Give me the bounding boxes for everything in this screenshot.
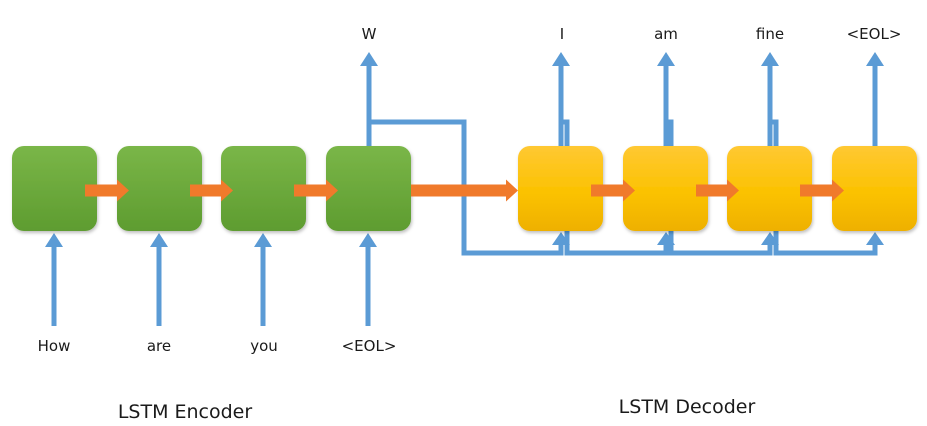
encoder-input-label: <EOL> bbox=[342, 337, 397, 355]
feedback-path bbox=[666, 119, 773, 256]
feedback-path bbox=[770, 119, 878, 256]
decoder-output-label: am bbox=[654, 25, 678, 43]
encoder-output-label: W bbox=[362, 25, 377, 43]
encoder-cell bbox=[12, 146, 97, 231]
decoder-title: LSTM Decoder bbox=[619, 396, 756, 418]
encoder-input-arrow-arrowhead-icon bbox=[359, 233, 377, 247]
decoder-state-arrow bbox=[696, 179, 739, 202]
encoder-input-arrow-arrowhead-icon bbox=[254, 233, 272, 247]
encoder-state-arrow bbox=[294, 179, 338, 202]
encoder-output-arrow-arrowhead-icon bbox=[360, 52, 378, 66]
decoder-output-label: I bbox=[560, 25, 564, 43]
lstm-cells bbox=[12, 146, 917, 231]
context-vector-arrow bbox=[411, 179, 518, 202]
encoder-cell bbox=[221, 146, 306, 231]
decoder-cell bbox=[518, 146, 603, 231]
encoder-state-arrow bbox=[85, 179, 129, 202]
hidden-state-arrows bbox=[85, 179, 844, 202]
decoder-output-arrow-arrowhead-icon bbox=[552, 52, 570, 66]
feedback-path bbox=[369, 119, 564, 256]
decoder-output-arrow-arrowhead-icon bbox=[657, 52, 675, 66]
decoder-output-labels: I am fine <EOL> bbox=[560, 25, 902, 43]
decoder-output-arrow-arrowhead-icon bbox=[866, 52, 884, 66]
encoder-cell bbox=[117, 146, 202, 231]
encoder-title: LSTM Encoder bbox=[118, 401, 253, 423]
decoder-cell bbox=[623, 146, 708, 231]
io-arrows bbox=[45, 52, 884, 326]
encoder-input-label: you bbox=[250, 337, 278, 355]
encoder-state-arrow bbox=[190, 179, 233, 202]
decoder-output-label: <EOL> bbox=[847, 25, 902, 43]
encoder-input-label: are bbox=[147, 337, 171, 355]
encoder-input-label: How bbox=[38, 337, 71, 355]
feedback-path bbox=[561, 119, 669, 256]
decoder-state-arrow bbox=[591, 179, 635, 202]
decoder-output-label: fine bbox=[756, 25, 784, 43]
decoder-output-arrow-arrowhead-icon bbox=[761, 52, 779, 66]
feedback-arrowhead-icon bbox=[866, 232, 884, 245]
encoder-input-arrow-arrowhead-icon bbox=[45, 233, 63, 247]
encoder-input-arrow-arrowhead-icon bbox=[150, 233, 168, 247]
encoder-cell bbox=[326, 146, 411, 231]
decoder-cell bbox=[832, 146, 917, 231]
encoder-input-labels: How are you <EOL> bbox=[38, 337, 397, 355]
decoder-cell bbox=[727, 146, 812, 231]
decoder-state-arrow bbox=[800, 179, 844, 202]
feedback-connections bbox=[369, 119, 884, 256]
